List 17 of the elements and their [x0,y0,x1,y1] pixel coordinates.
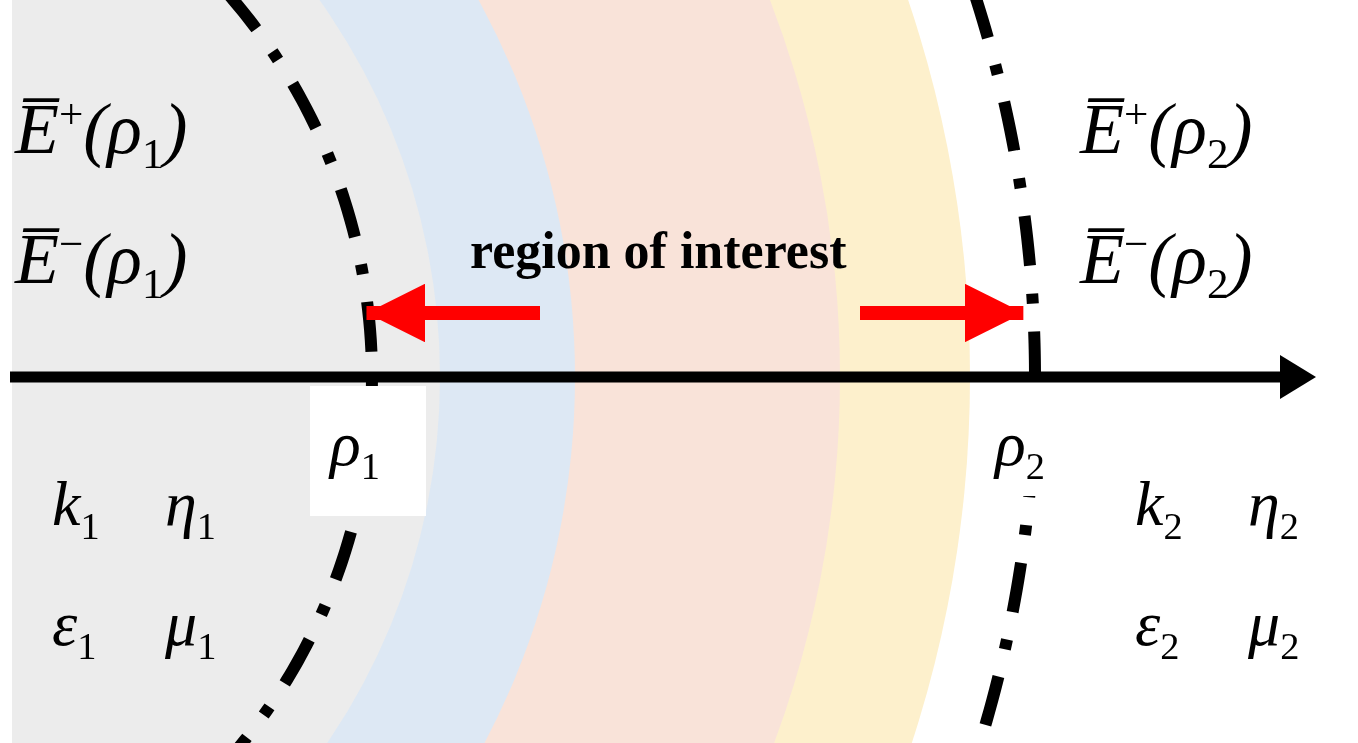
field-symbol: E̅$^{−}$(ρ$_{1}$) [15,222,188,306]
radius-symbol: ρ$_{2}$ [995,412,1045,486]
field-symbol: E̅$^{−}$(ρ$_{2}$) [1080,222,1253,306]
field-symbol: E̅$^{+}$(ρ$_{1}$) [15,92,188,176]
region-label: region of interest [470,222,847,280]
radius-symbol: ρ$_{1}$ [330,412,380,486]
wavenumber-symbol: k$_{1}$ [52,472,100,546]
permeability-symbol: μ$_{2}$ [1248,592,1300,666]
permittivity-symbol: ε$_{2}$ [1135,592,1180,666]
permittivity-symbol: ε$_{1}$ [52,592,97,666]
field-symbol: E̅$^{+}$(ρ$_{2}$) [1080,92,1253,176]
wavenumber-symbol: k$_{2}$ [1135,472,1183,546]
permeability-symbol: μ$_{1}$ [165,592,217,666]
impedance-symbol: η$_{2}$ [1248,472,1299,546]
impedance-symbol: η$_{1}$ [165,472,216,546]
arrow [860,283,1024,343]
arrow [366,283,540,343]
